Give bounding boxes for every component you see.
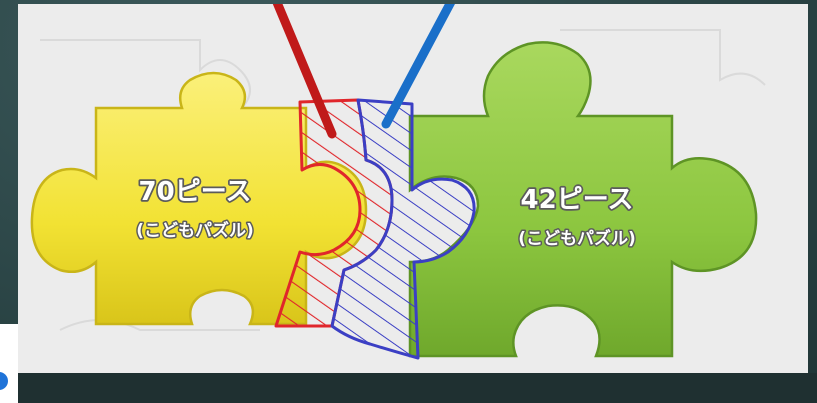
- right-piece-title: 42ピース: [521, 185, 634, 215]
- right-piece-subtitle: (こどもパズル): [518, 228, 636, 249]
- left-piece-subtitle: (こどもパズル): [136, 220, 254, 241]
- blue-pointer-line: [386, 0, 452, 124]
- left-piece-title: 70ピース: [139, 177, 252, 207]
